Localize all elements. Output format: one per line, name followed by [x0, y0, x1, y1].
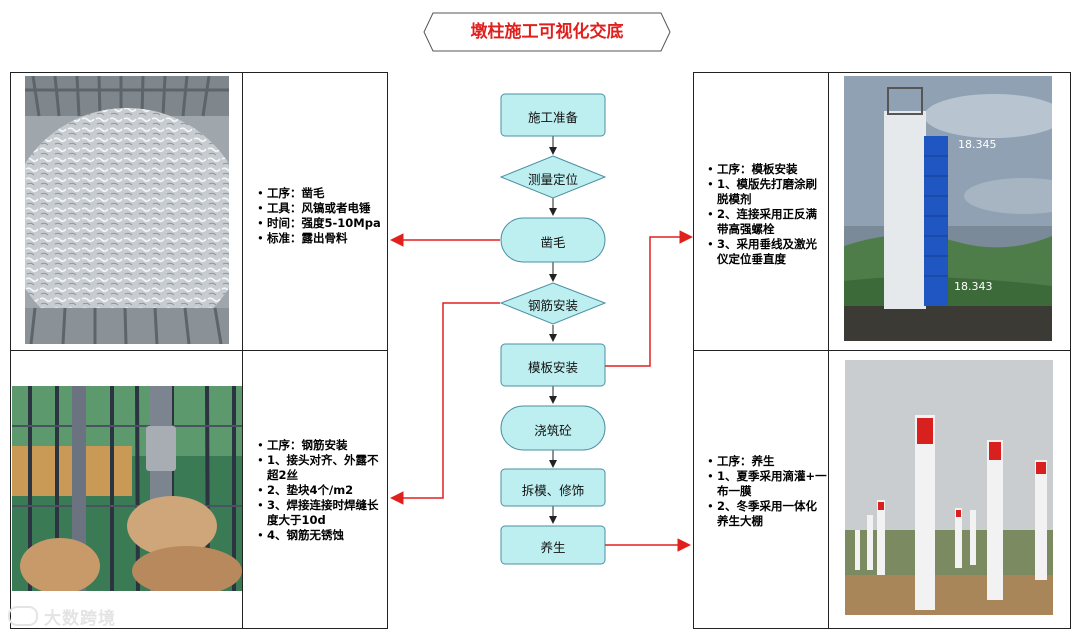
- info-line: 3、采用垂线及激光仪定位垂直度: [707, 237, 825, 267]
- flow-step-label: 拆模、修饰: [521, 483, 585, 498]
- title-hexagon: [423, 12, 671, 52]
- photo-label: 18.345: [958, 138, 997, 151]
- info-line: 1、夏季采用滴灌+一布一膜: [707, 469, 827, 499]
- watermark-text: 大数跨境: [44, 609, 116, 629]
- flow-step-label: 凿毛: [540, 235, 566, 250]
- chiseling-info: 工序：凿毛 工具：风镐或者电锤 时间：强度5-10Mpa 标准：露出骨料: [255, 186, 385, 246]
- rebar-photo: [12, 386, 242, 591]
- info-line: 标准：露出骨料: [257, 231, 385, 246]
- info-line: 4、钢筋无锈蚀: [257, 528, 387, 543]
- flow-step-label: 浇筑砼: [534, 423, 572, 438]
- info-line: 工序：凿毛: [257, 186, 385, 201]
- info-line: 2、连接采用正反满带高强螺栓: [707, 207, 825, 237]
- right-panel-row-divider: [693, 350, 1071, 351]
- info-line: 时间：强度5-10Mpa: [257, 216, 385, 231]
- watermark: 大数跨境: [8, 604, 116, 629]
- flow-step-label: 施工准备: [527, 110, 578, 125]
- watermark-logo-icon: [8, 606, 38, 626]
- flow-step-label: 养生: [540, 540, 566, 555]
- curing-photo: [845, 360, 1053, 615]
- flow-node-demold: [500, 468, 606, 507]
- info-line: 工序：养生: [707, 454, 827, 469]
- info-line: 1、接头对齐、外露不超2丝: [257, 453, 387, 483]
- rebar-info: 工序：钢筋安装 1、接头对齐、外露不超2丝 2、垫块4个/m2 3、焊接连接时焊…: [255, 438, 387, 543]
- flow-node-formwork: [500, 343, 606, 387]
- info-line: 1、模版先打磨涂刷脱模剂: [707, 177, 825, 207]
- info-line: 工具：风镐或者电锤: [257, 201, 385, 216]
- chiseling-photo: [25, 76, 229, 344]
- info-line: 2、冬季采用一体化养生大棚: [707, 499, 827, 529]
- red-arrows: [390, 230, 693, 552]
- flow-step-label: 模板安装: [527, 360, 578, 375]
- formwork-photo: 18.345 18.343: [844, 76, 1052, 341]
- flow-node-survey: [499, 155, 607, 199]
- info-line: 工序：模板安装: [707, 162, 825, 177]
- curing-info: 工序：养生 1、夏季采用滴灌+一布一膜 2、冬季采用一体化养生大棚: [705, 454, 827, 529]
- info-line: 3、焊接连接时焊缝长度大于10d: [257, 498, 387, 528]
- flow-node-rebar: [499, 282, 607, 325]
- flow-step-label: 钢筋安装: [527, 298, 578, 313]
- flow-node-prep: [500, 93, 606, 137]
- page-title: 墩柱施工可视化交底: [470, 22, 624, 42]
- info-line: 2、垫块4个/m2: [257, 483, 387, 498]
- left-panel-row-divider: [10, 350, 388, 351]
- formwork-info: 工序：模板安装 1、模版先打磨涂刷脱模剂 2、连接采用正反满带高强螺栓 3、采用…: [705, 162, 825, 267]
- flow-node-pour: [500, 405, 606, 451]
- flow-node-chisel: [500, 217, 606, 263]
- info-line: 工序：钢筋安装: [257, 438, 387, 453]
- title-box: 墩柱施工可视化交底: [423, 12, 671, 52]
- flow-step-label: 测量定位: [527, 172, 578, 187]
- photo-label: 18.343: [954, 280, 993, 293]
